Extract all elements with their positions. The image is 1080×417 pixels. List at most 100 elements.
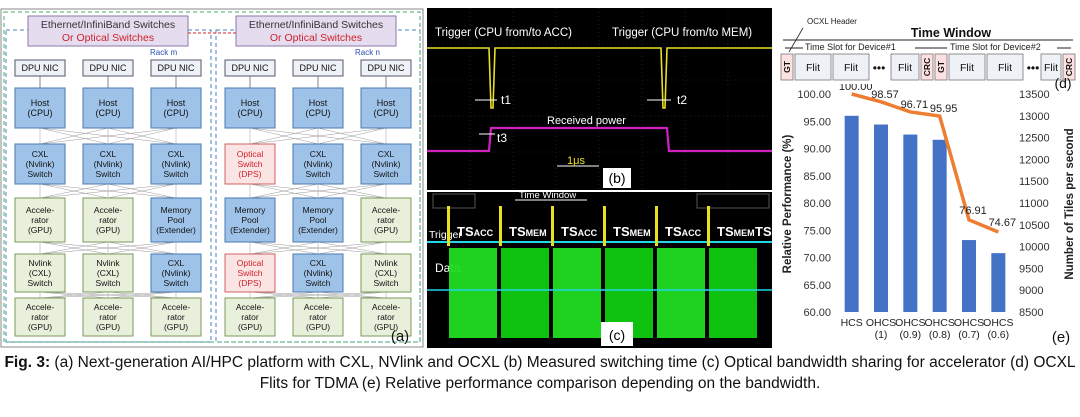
- caption-text: (a) Next-generation AI/HPC platform with…: [50, 354, 1076, 392]
- cxl-switch-text: Switch: [305, 278, 330, 288]
- x-tick-label: OHCS: [895, 317, 925, 329]
- accelerator-gpu-text: Accele-: [162, 302, 191, 312]
- host-cpu: Host(CPU): [292, 87, 344, 129]
- t2-label: t2: [677, 93, 687, 107]
- panel-c-tag: (c): [609, 327, 625, 343]
- bar: [874, 124, 888, 312]
- cxl-switch: CXL(Nvlink)Switch: [82, 143, 134, 185]
- x-tick-label: HCS: [841, 317, 863, 329]
- nvlink-switch-text: (CXL): [29, 268, 51, 278]
- accelerator-gpu-text: (GPU): [374, 322, 398, 332]
- y-tick-label: 65.00: [803, 280, 831, 292]
- architecture-diagram: Ethernet/InfiniBand Switches Or Optical …: [0, 8, 424, 348]
- rack-m-label: Rack m: [150, 48, 177, 57]
- switch-title-line1: Ethernet/InfiniBand Switches: [41, 19, 175, 31]
- slot-label: TSMEM: [717, 224, 755, 239]
- t3-label: t3: [497, 131, 507, 145]
- ocxl-header-label: OCXL Header: [807, 17, 857, 26]
- bar: [962, 240, 976, 312]
- data-label: 96.71: [901, 99, 929, 111]
- y2-tick-label: 8500: [1019, 307, 1043, 319]
- cxl-switch-text: Switch: [163, 278, 188, 288]
- dpu-nic: DPU NIC: [82, 59, 134, 77]
- cxl-switch-text: (Nvlink): [304, 159, 333, 169]
- memory-pool-text: Memory: [161, 205, 192, 215]
- host-cpu-text: Host: [167, 98, 186, 108]
- accelerator-gpu-text: (GPU): [374, 225, 398, 235]
- cxl-switch: CXL(Nvlink)Switch: [360, 143, 412, 185]
- optical-switch-text: Optical: [237, 149, 264, 159]
- accelerator-gpu: Accele-rator(GPU): [224, 297, 276, 337]
- y-tick-label: 60.00: [803, 307, 831, 319]
- accelerator-gpu-text: rator: [167, 312, 185, 322]
- nvlink-switch-text: (CXL): [375, 268, 397, 278]
- optical-switch-text: Switch: [237, 268, 262, 278]
- trigger-mem-label: Trigger (CPU from/to MEM): [612, 27, 752, 39]
- nvlink-switch-text: (CXL): [97, 268, 119, 278]
- accelerator-gpu-text: rator: [31, 312, 49, 322]
- bar: [991, 253, 1006, 312]
- data-label: 98.57: [871, 89, 899, 101]
- ocxl-flit-diagram: OCXL Header Time Window Time Slot for De…: [780, 17, 1076, 91]
- performance-line: [851, 92, 1000, 234]
- host-cpu-text: Host: [377, 98, 396, 108]
- data-label: 95.95: [930, 103, 958, 115]
- accelerator-gpu-text: Accele-: [26, 205, 55, 215]
- svg-text:Flit: Flit: [960, 62, 974, 74]
- host-cpu-text: (CPU): [96, 108, 121, 118]
- svg-text:CRC: CRC: [1064, 58, 1074, 76]
- cxl-switch-text: CXL: [168, 258, 185, 268]
- caption-label: Fig. 3:: [4, 354, 51, 371]
- received-power-label: Received power: [547, 115, 626, 127]
- accelerator-gpu-text: Accele-: [94, 302, 123, 312]
- x-tick-label: OHCS: [983, 317, 1013, 329]
- bar: [932, 139, 947, 312]
- host-cpu-text: (CPU): [164, 108, 189, 118]
- panel-e-tag: (e): [1052, 329, 1070, 346]
- data-label: 76.91: [959, 205, 987, 217]
- slot-label: TSACC: [561, 224, 598, 239]
- cxl-switch-text: CXL: [32, 149, 49, 159]
- svg-text:GT: GT: [782, 60, 792, 73]
- dpu-nic-text: DPU NIC: [367, 63, 405, 73]
- x-tick-label: OHCS: [954, 317, 984, 329]
- flit-cell: Flit: [1040, 53, 1062, 81]
- cxl-switch-text: CXL: [310, 258, 327, 268]
- svg-text:Flit: Flit: [898, 62, 912, 74]
- cxl-switch-text: Switch: [305, 169, 330, 179]
- flit-cell: Flit: [890, 53, 920, 81]
- accelerator-gpu-text: (GPU): [164, 322, 188, 332]
- y2-tick-label: 10000: [1019, 242, 1050, 254]
- accelerator-gpu: Accele-rator(GPU): [292, 297, 344, 337]
- cxl-switch-text: Switch: [373, 169, 398, 179]
- x-tick-label: (0.6): [988, 329, 1010, 341]
- memory-pool-text: Pool: [241, 215, 258, 225]
- cxl-switch: CXL(Nvlink)Switch: [150, 253, 202, 293]
- y-tick-label: 100.00: [797, 89, 831, 101]
- y2-axis-label: Number of Tiles per second: [1064, 128, 1076, 279]
- panel-b-tag: (b): [608, 170, 625, 186]
- ellipsis-dots: •••: [873, 61, 886, 75]
- accelerator-gpu-text: Accele-: [236, 302, 265, 312]
- crc-cell: CRC: [920, 53, 934, 81]
- memory-pool-text: Pool: [167, 215, 184, 225]
- y-tick-label: 90.00: [803, 144, 831, 156]
- slot-label: TSACC: [755, 224, 772, 239]
- accelerator-gpu-text: rator: [377, 215, 395, 225]
- accelerator-gpu-text: rator: [377, 312, 395, 322]
- time-window-label: Time Window: [519, 192, 576, 201]
- memory-pool-text: Pool: [309, 215, 326, 225]
- flit-cell: Flit: [832, 53, 870, 81]
- cxl-switch-text: CXL: [310, 149, 327, 159]
- slot2-label: Time Slot for Device#2: [950, 42, 1041, 52]
- dpu-nic: DPU NIC: [360, 59, 412, 77]
- x-tick-label: OHCS: [866, 317, 896, 329]
- nvlink-switch: Nvlink(CXL)Switch: [360, 253, 412, 293]
- cxl-switch-text: Switch: [95, 169, 120, 179]
- dpu-nic: DPU NIC: [150, 59, 202, 77]
- optical-switch-text: Switch: [237, 159, 262, 169]
- memory-pool-text: (Extender): [298, 225, 338, 235]
- accelerator-gpu: Accele-rator(GPU): [360, 197, 412, 243]
